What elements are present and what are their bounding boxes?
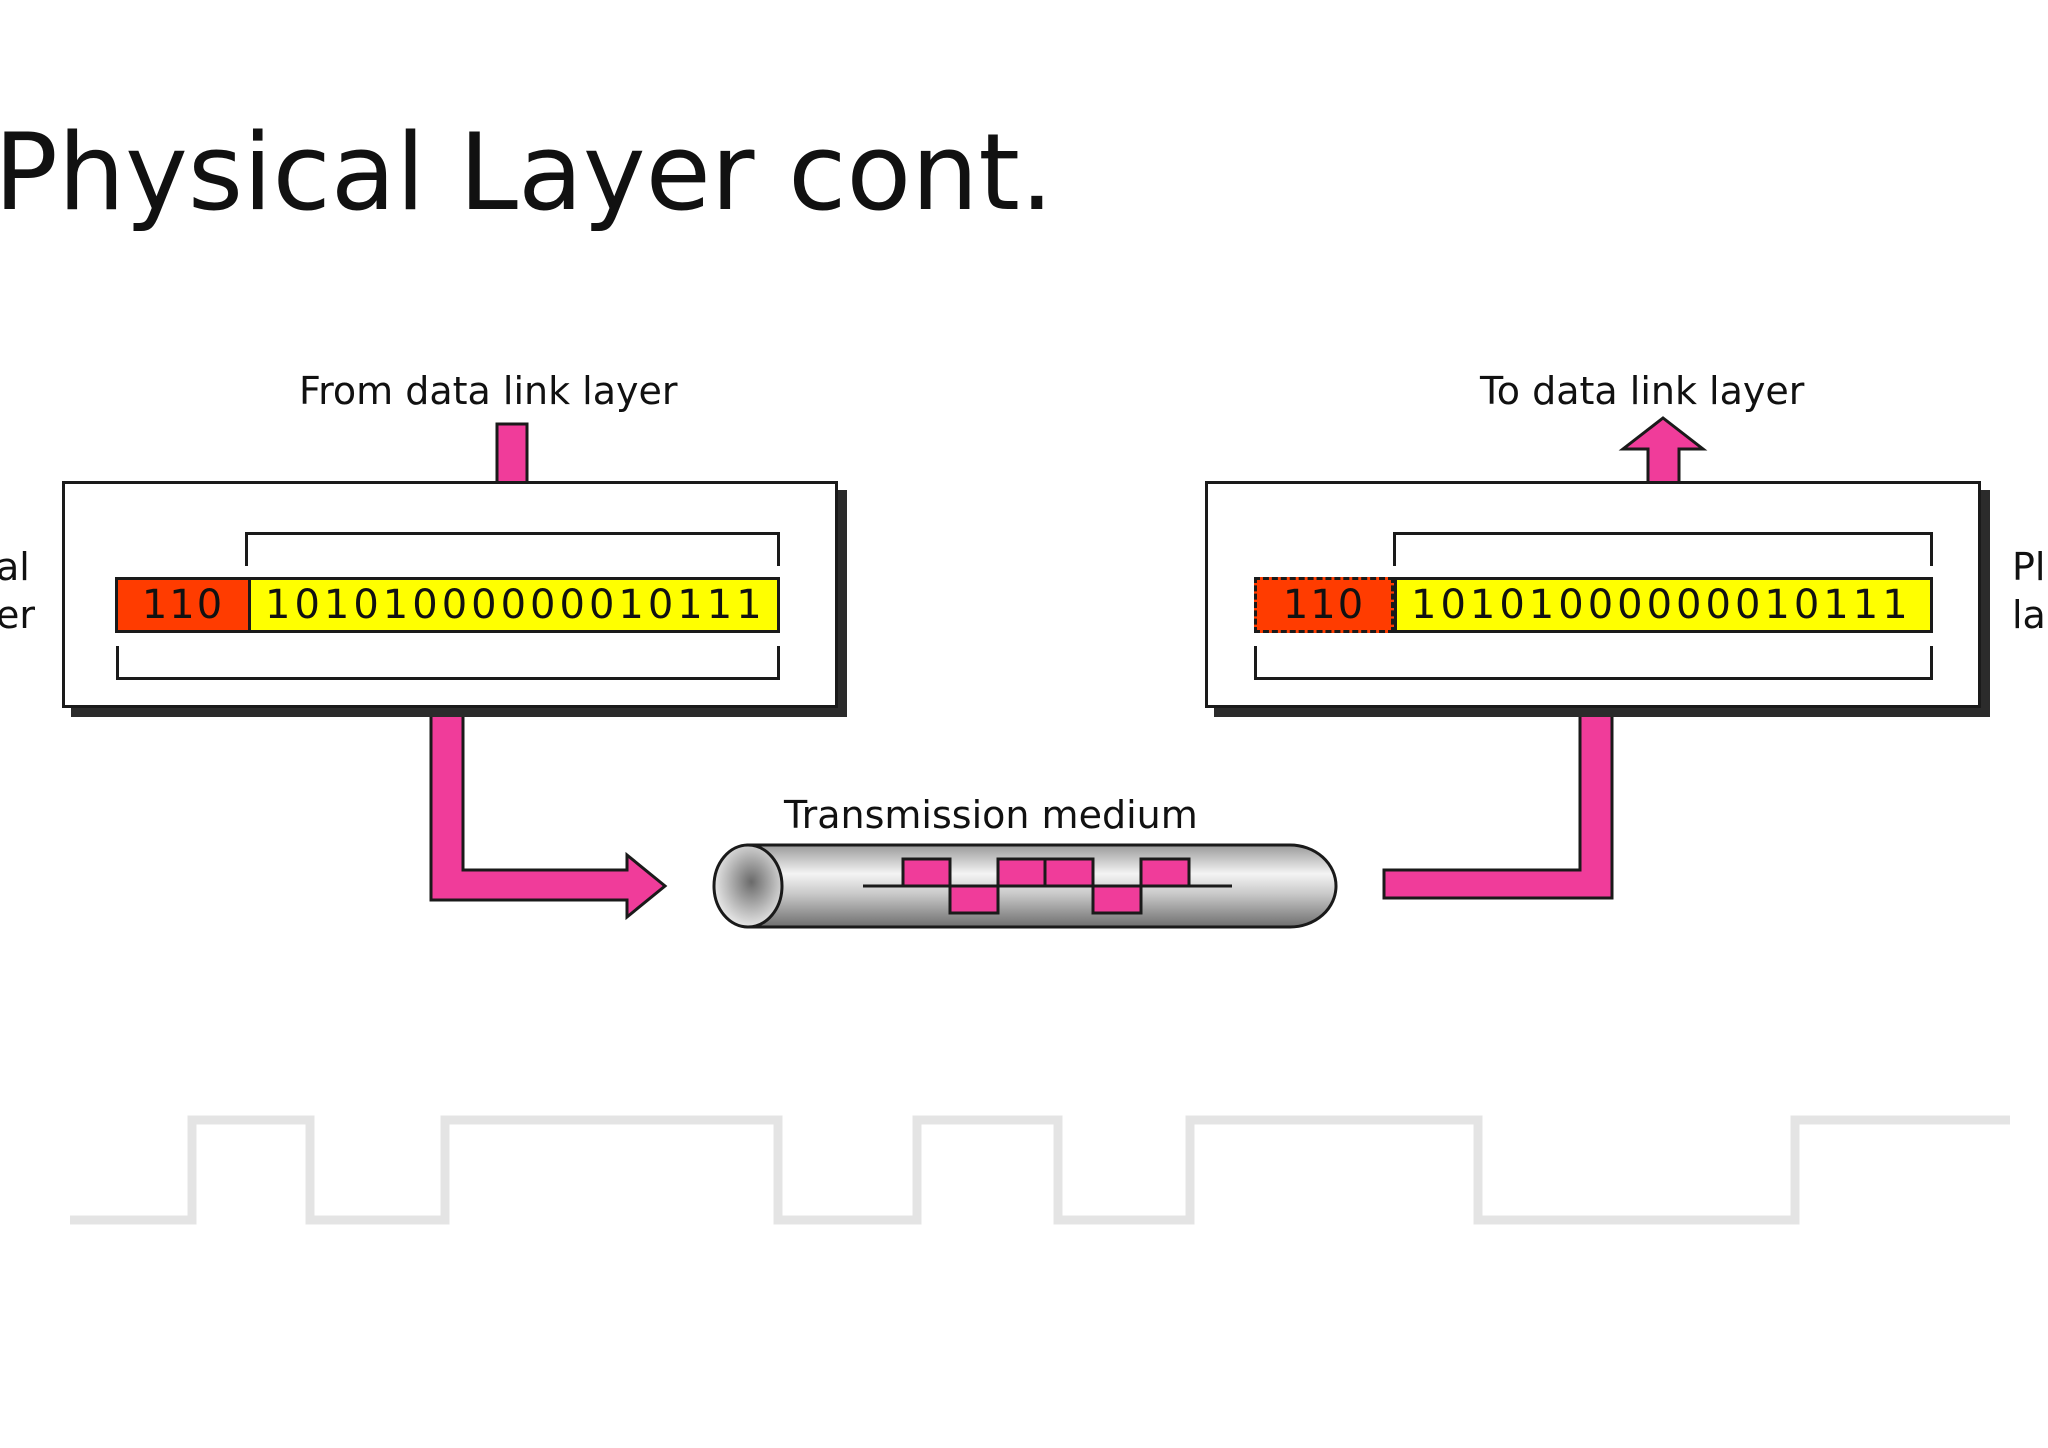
receiver-top-label: To data link layer [1480, 369, 1805, 413]
receiver-frame: 110 10101000000010111 [1254, 577, 1933, 633]
receiver-header-bits: 110 [1254, 577, 1394, 633]
sender-bracket-bottom [116, 646, 780, 680]
receiver-side-label-1: Pl [2012, 545, 2046, 589]
sender-side-label-1: al [0, 545, 30, 589]
sender-frame: 110 10101000000010111 [115, 577, 780, 633]
receiver-bracket-top [1393, 532, 1933, 566]
receiver-side-label-2: la [2012, 593, 2046, 637]
arrow-sender-to-medium [429, 675, 668, 921]
transmission-cylinder [712, 843, 1338, 929]
slide-title: Physical Layer cont. [0, 111, 1054, 234]
sender-bracket-top [245, 532, 780, 566]
signal-pulses [901, 857, 1191, 915]
sender-header-bits: 110 [118, 580, 248, 630]
background-waveform [70, 1115, 2010, 1225]
sender-top-label: From data link layer [299, 369, 678, 413]
receiver-bracket-bottom [1254, 646, 1933, 680]
medium-label: Transmission medium [784, 793, 1198, 837]
arrow-medium-to-receiver [1382, 676, 1637, 900]
sender-side-label-2: er [0, 593, 36, 637]
sender-payload-bits: 10101000000010111 [248, 580, 777, 630]
receiver-payload-bits: 10101000000010111 [1394, 580, 1930, 630]
